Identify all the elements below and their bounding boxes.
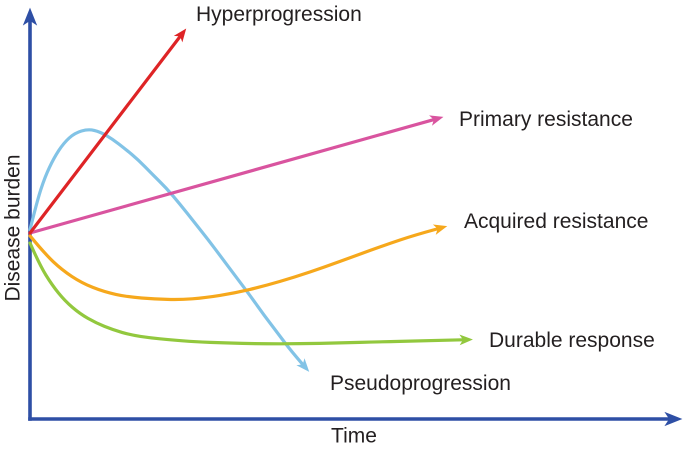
series-label-primary-resistance: Primary resistance bbox=[459, 108, 633, 131]
series-line-hyperprogression bbox=[28, 28, 187, 235]
x-axis-label: Time bbox=[331, 424, 377, 448]
series-label-acquired-resistance: Acquired resistance bbox=[464, 210, 648, 233]
series-label-hyperprogression: Hyperprogression bbox=[196, 3, 362, 26]
y-axis-label: Disease burden bbox=[1, 154, 25, 302]
series-line-durable-response bbox=[28, 241, 473, 346]
series-label-pseudoprogression: Pseudoprogression bbox=[330, 372, 511, 395]
series-line-pseudoprogression bbox=[28, 128, 310, 372]
series-line-acquired-resistance bbox=[28, 224, 448, 302]
series-label-durable-response: Durable response bbox=[489, 329, 655, 352]
series-line-primary-resistance bbox=[28, 115, 444, 235]
